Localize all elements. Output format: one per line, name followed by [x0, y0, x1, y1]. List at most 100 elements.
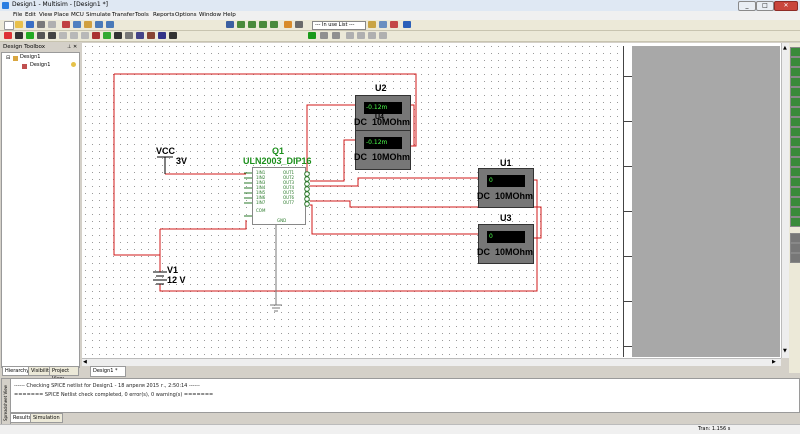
- q1-part[interactable]: ULN2003_DIP16: [243, 156, 312, 166]
- frequency-counter-icon[interactable]: [790, 107, 800, 117]
- paste-icon[interactable]: [84, 21, 92, 28]
- oscilloscope-icon[interactable]: [790, 77, 800, 87]
- minimize-button[interactable]: _: [738, 1, 756, 11]
- place-ttl-icon[interactable]: [59, 32, 67, 39]
- iv-analyzer-icon[interactable]: [790, 147, 800, 157]
- menu-window[interactable]: Window: [199, 12, 222, 18]
- multimeter-u2[interactable]: -0.12m: [355, 95, 411, 135]
- place-rf-icon[interactable]: [136, 32, 144, 39]
- u1-ref[interactable]: U1: [500, 158, 512, 168]
- vcc-label[interactable]: VCC: [156, 146, 176, 156]
- spectrum-analyzer-icon[interactable]: [790, 167, 800, 177]
- close-panel-icon[interactable]: ✕: [73, 44, 78, 50]
- erc-icon[interactable]: [390, 21, 398, 28]
- postprocessor-icon[interactable]: [379, 21, 387, 28]
- menu-help[interactable]: Help: [223, 12, 236, 18]
- bode-plotter-icon[interactable]: [790, 97, 800, 107]
- place-transistor-icon[interactable]: [37, 32, 45, 39]
- tree-root[interactable]: Design1: [20, 54, 41, 60]
- place-indicator-icon[interactable]: [103, 32, 111, 39]
- menu-view[interactable]: View: [39, 12, 53, 18]
- probe-voltage-icon[interactable]: [357, 32, 365, 39]
- zoom-fit-icon[interactable]: [270, 21, 278, 28]
- place-cmos-icon[interactable]: [70, 32, 78, 39]
- pin-icon[interactable]: ⊥: [67, 44, 72, 50]
- scroll-right-icon[interactable]: ▶: [772, 359, 776, 365]
- menu-edit[interactable]: Edit: [25, 12, 36, 18]
- labview-icon[interactable]: [790, 243, 800, 253]
- place-power-icon[interactable]: [114, 32, 122, 39]
- tree-expand-icon[interactable]: ⊟: [6, 55, 11, 61]
- horizontal-scrollbar[interactable]: ◀ ▶: [82, 358, 781, 366]
- agilent-oscilloscope-icon[interactable]: [790, 207, 800, 217]
- print-icon[interactable]: [37, 21, 45, 28]
- probe-current-icon[interactable]: [368, 32, 376, 39]
- stop-simulation-icon[interactable]: [332, 32, 340, 39]
- run-simulation-icon[interactable]: [308, 32, 316, 39]
- logic-converter-icon[interactable]: [790, 137, 800, 147]
- zoom-area-icon[interactable]: [259, 21, 267, 28]
- place-connector-icon[interactable]: [169, 32, 177, 39]
- save-icon[interactable]: [26, 21, 34, 28]
- logic-analyzer-icon[interactable]: [790, 127, 800, 137]
- oscilloscope-4ch-icon[interactable]: [790, 87, 800, 97]
- agilent-generator-icon[interactable]: [790, 187, 800, 197]
- u4-ref[interactable]: U4: [375, 114, 384, 121]
- place-diode-icon[interactable]: [26, 32, 34, 39]
- measurement-probe-icon[interactable]: [790, 233, 800, 243]
- menu-mcu[interactable]: MCU: [71, 12, 84, 18]
- open-folder-icon[interactable]: [15, 21, 23, 28]
- fullscreen-icon[interactable]: [226, 21, 234, 28]
- multimeter-u4[interactable]: -0.12m: [355, 130, 411, 170]
- q1-chip[interactable]: 1IN1 1IN2 1IN3 1IN4 1IN5 1IN6 1IN7 COM O…: [252, 167, 306, 225]
- place-misc-digital-icon[interactable]: [81, 32, 89, 39]
- distortion-analyzer-icon[interactable]: [790, 157, 800, 167]
- print-preview-icon[interactable]: [48, 21, 56, 28]
- place-source-icon[interactable]: [4, 32, 12, 39]
- v1-value[interactable]: 12 V: [167, 275, 186, 285]
- menu-tools[interactable]: Tools: [135, 12, 149, 18]
- menu-options[interactable]: Options: [175, 12, 197, 18]
- vcc-value[interactable]: 3V: [176, 156, 188, 166]
- sheet-props-icon[interactable]: [71, 62, 76, 67]
- redo-icon[interactable]: [106, 21, 114, 28]
- place-mcu-icon[interactable]: [158, 32, 166, 39]
- menu-file[interactable]: File: [13, 12, 23, 18]
- in-use-list-combo[interactable]: --- In use List ---: [312, 21, 366, 30]
- probe-icon[interactable]: [346, 32, 354, 39]
- tektronix-oscilloscope-icon[interactable]: [790, 217, 800, 227]
- multimeter-tool-icon[interactable]: [790, 47, 800, 57]
- place-electromech-icon[interactable]: [147, 32, 155, 39]
- place-mixed-icon[interactable]: [92, 32, 100, 39]
- vertical-scrollbar[interactable]: ▲ ▼: [781, 43, 790, 358]
- place-analog-icon[interactable]: [48, 32, 56, 39]
- wattmeter-icon[interactable]: [790, 67, 800, 77]
- agilent-multimeter-icon[interactable]: [790, 197, 800, 207]
- database-icon[interactable]: [295, 21, 303, 28]
- menu-simulate[interactable]: Simulate: [86, 12, 111, 18]
- scroll-up-icon[interactable]: ▲: [783, 45, 787, 51]
- tree-child[interactable]: Design1: [30, 62, 51, 68]
- q1-ref[interactable]: Q1: [272, 146, 285, 156]
- zoom-out-icon[interactable]: [248, 21, 256, 28]
- menu-transfer[interactable]: Transfer: [112, 12, 135, 18]
- tab-design1[interactable]: Design1 *: [90, 366, 126, 377]
- probe-power-icon[interactable]: [379, 32, 387, 39]
- copy-icon[interactable]: [73, 21, 81, 28]
- function-generator-icon[interactable]: [790, 57, 800, 67]
- place-basic-icon[interactable]: [15, 32, 23, 39]
- close-button[interactable]: ✕: [774, 1, 798, 11]
- place-misc-icon[interactable]: [125, 32, 133, 39]
- multimeter-u1[interactable]: 0: [478, 168, 534, 208]
- help-icon[interactable]: [403, 21, 411, 28]
- current-probe-icon[interactable]: [790, 253, 800, 263]
- u3-ref[interactable]: U3: [500, 213, 512, 223]
- word-generator-icon[interactable]: [790, 117, 800, 127]
- scroll-down-icon[interactable]: ▼: [783, 348, 787, 354]
- u2-ref[interactable]: U2: [375, 83, 387, 93]
- menu-reports[interactable]: Reports: [153, 12, 175, 18]
- menu-place[interactable]: Place: [54, 12, 69, 18]
- zoom-in-icon[interactable]: [237, 21, 245, 28]
- cut-icon[interactable]: [62, 21, 70, 28]
- pause-simulation-icon[interactable]: [320, 32, 328, 39]
